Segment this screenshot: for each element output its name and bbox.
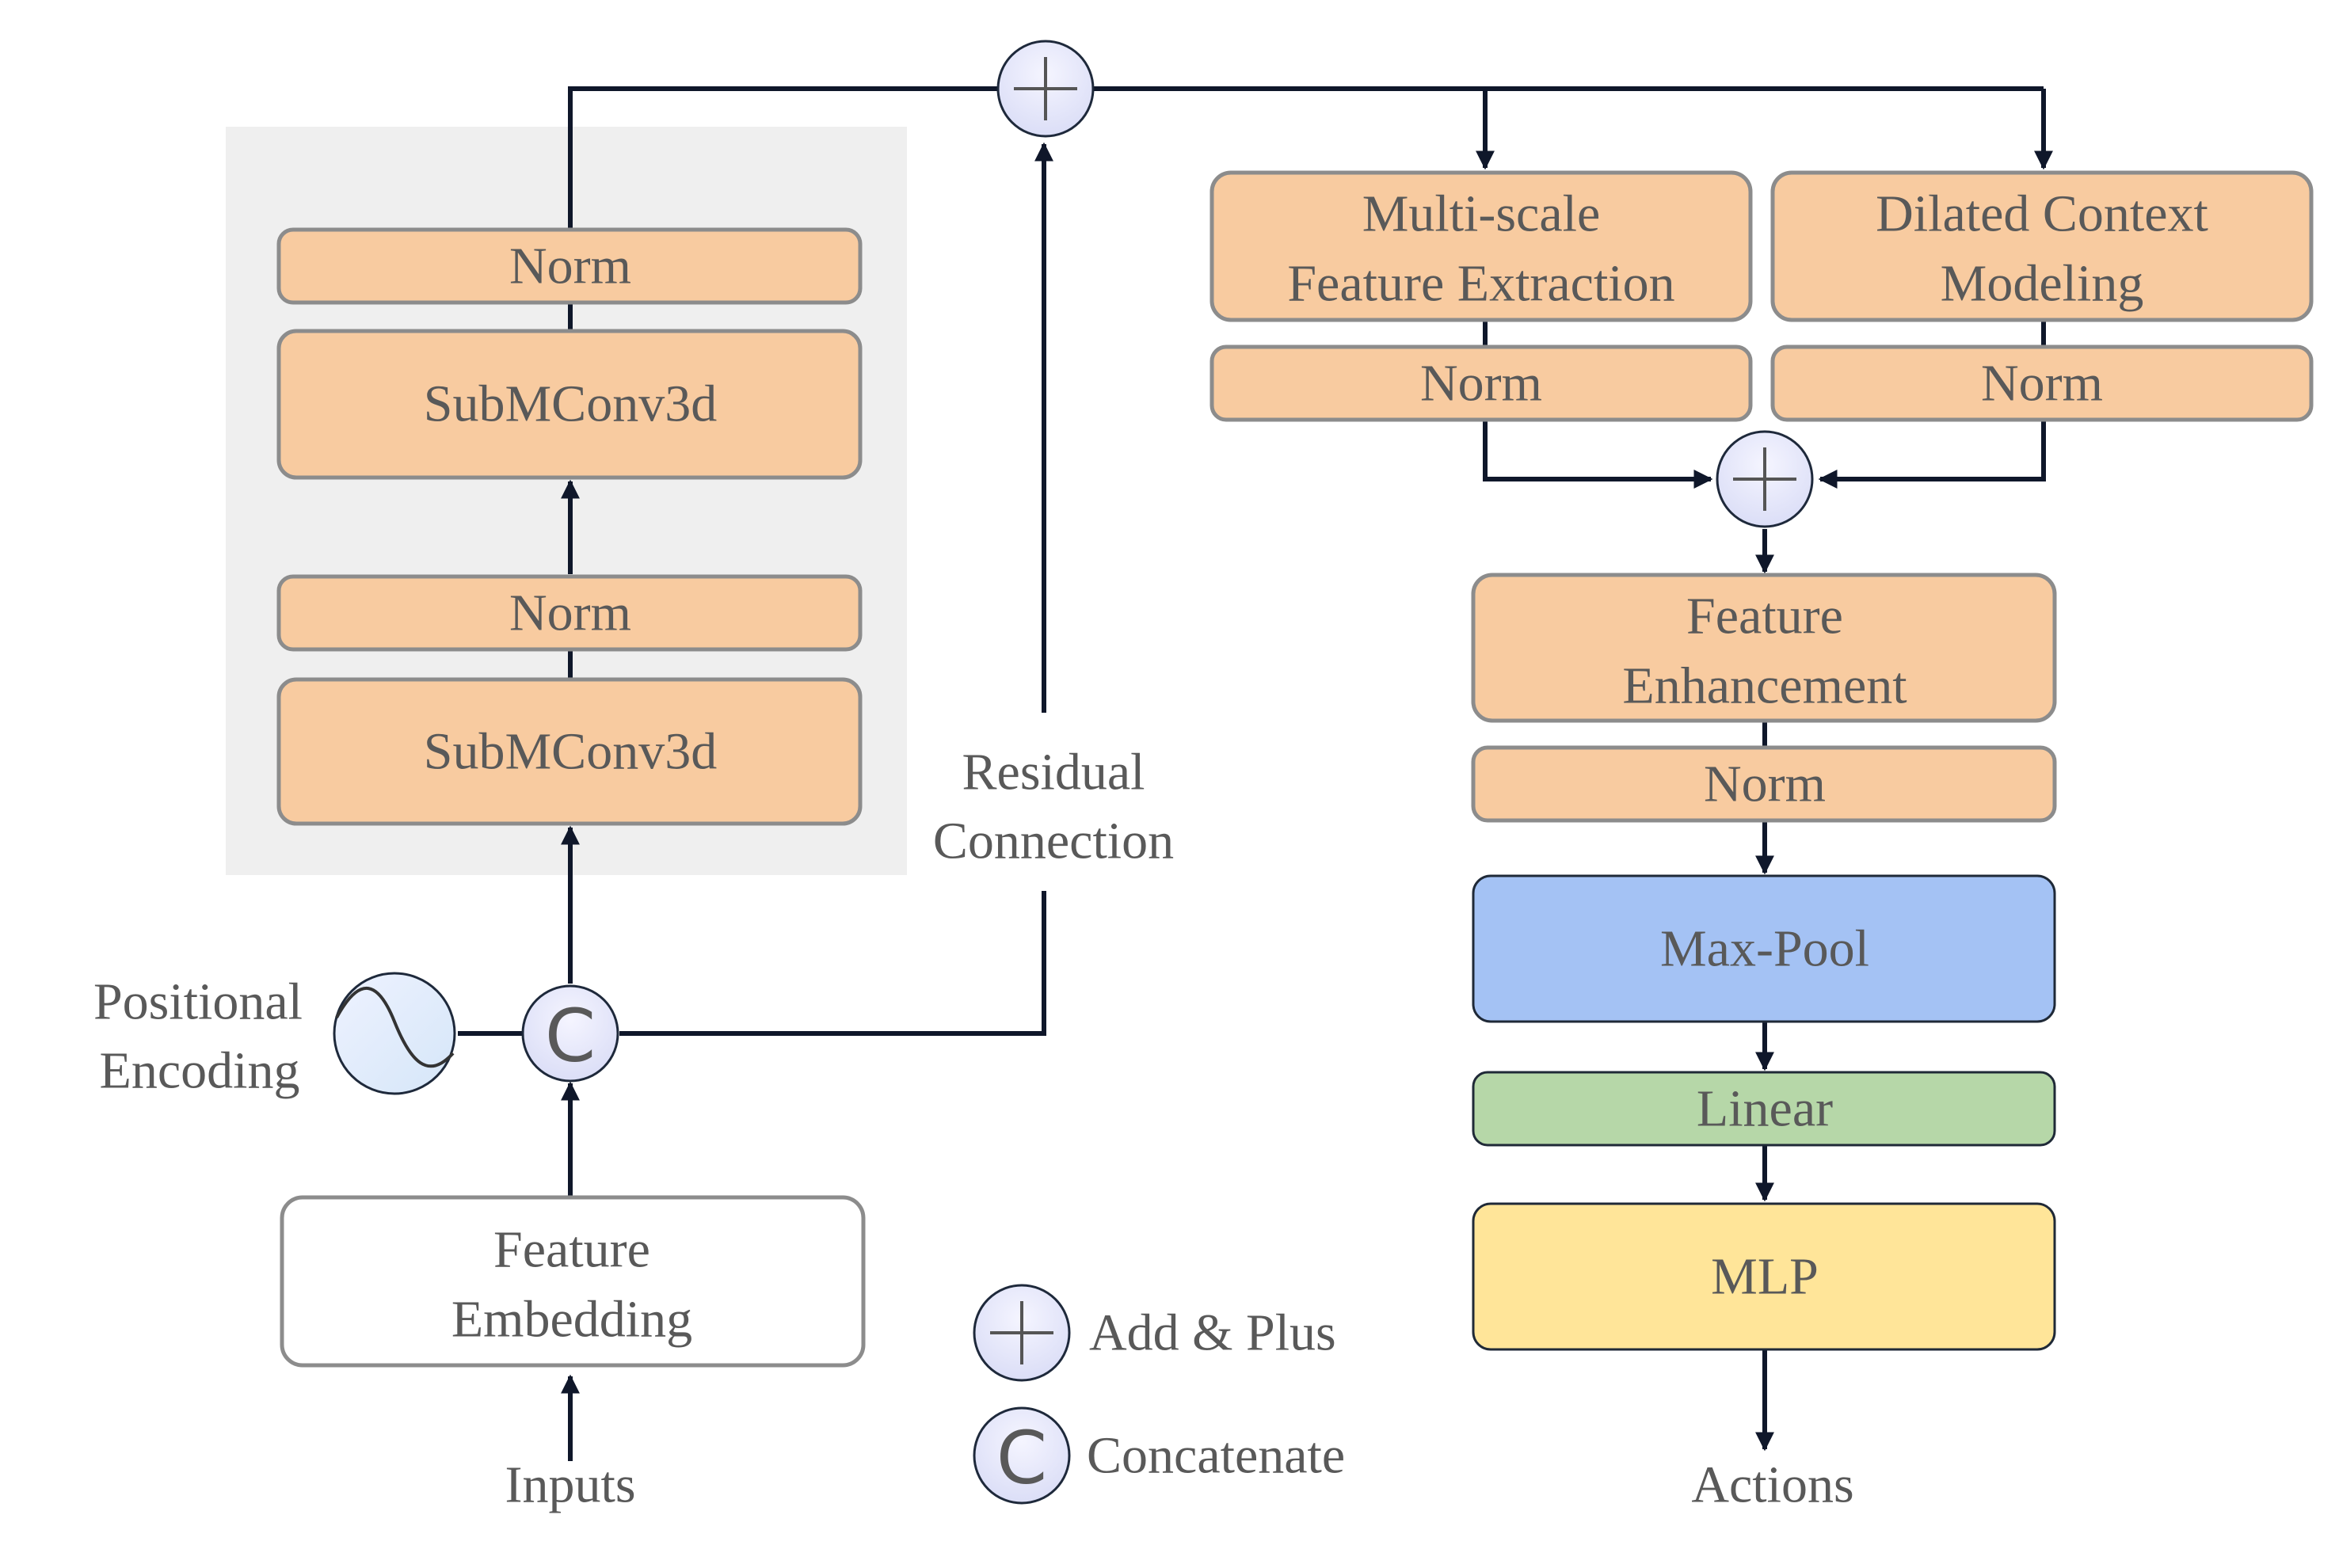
- enhancement-label-line2: Enhancement: [1622, 657, 1907, 715]
- norm-bottom-label: Norm: [509, 584, 631, 642]
- wire-block-to-add: [568, 86, 1000, 230]
- norm-left-label: Norm: [1420, 355, 1542, 413]
- c-circle-icon: C: [521, 984, 619, 1083]
- embedding-label-line1: Feature: [493, 1221, 650, 1279]
- mlp-label: MLP: [1711, 1248, 1819, 1306]
- plus-circle-icon: [996, 40, 1095, 138]
- norm-right-box: Norm: [1770, 344, 2314, 422]
- positional-label-line2: Encoding: [100, 1042, 300, 1100]
- sine-wave-icon: [333, 972, 456, 1095]
- submconv-top-label: SubMConv3d: [424, 375, 717, 433]
- submconv-bottom-label: SubMConv3d: [424, 723, 717, 781]
- maxpool-label: Max-Pool: [1660, 920, 1869, 978]
- dilated-box: Dilated Context Modeling: [1770, 170, 2314, 322]
- linear-label: Linear: [1697, 1080, 1833, 1138]
- residual-label-line1: Residual: [962, 744, 1145, 801]
- norm-top-label: Norm: [509, 238, 631, 295]
- multiscale-label-line1: Multi-scale: [1362, 185, 1601, 243]
- maxpool-box: Max-Pool: [1472, 874, 2056, 1023]
- plus-circle-icon: [973, 1284, 1071, 1382]
- norm-enhancement-label: Norm: [1704, 755, 1826, 813]
- wire-norm-right-to-add: [1818, 420, 2046, 489]
- dilated-label-line1: Dilated Context: [1876, 185, 2208, 243]
- norm-enhancement-box: Norm: [1471, 745, 2057, 823]
- linear-box: Linear: [1472, 1071, 2056, 1147]
- submconv-bottom-box: SubMConv3d: [276, 677, 863, 826]
- plus-circle-icon: [1716, 430, 1814, 528]
- legend-concat-label: Concatenate: [1087, 1427, 1345, 1485]
- actions-label: Actions: [1691, 1456, 1853, 1514]
- residual-label-line2: Connection: [933, 813, 1174, 870]
- inputs-label: Inputs: [505, 1456, 636, 1514]
- c-circle-icon: C: [973, 1406, 1071, 1505]
- feature-embedding-box: Feature Embedding: [280, 1195, 866, 1368]
- positional-label-line1: Positional: [93, 973, 303, 1031]
- legend: Add & Plus C Concatenate: [973, 1284, 1345, 1505]
- multiscale-label-line2: Feature Extraction: [1287, 255, 1674, 313]
- submconv-top-box: SubMConv3d: [276, 329, 863, 480]
- norm-right-label: Norm: [1981, 355, 2103, 413]
- enhancement-label-line1: Feature: [1686, 588, 1843, 645]
- legend-concat-symbol: C: [996, 1416, 1047, 1501]
- wire-norm-left-to-add: [1483, 420, 1713, 489]
- mlp-box: MLP: [1472, 1202, 2056, 1351]
- legend-add-label: Add & Plus: [1089, 1304, 1336, 1362]
- norm-top-box: Norm: [276, 227, 863, 305]
- concat-node-symbol: C: [545, 994, 596, 1079]
- multiscale-box: Multi-scale Feature Extraction: [1209, 170, 1753, 322]
- norm-left-box: Norm: [1209, 344, 1753, 422]
- wire-residual-bottom: [619, 891, 1046, 1036]
- feature-enhancement-box: Feature Enhancement: [1471, 573, 2057, 723]
- norm-bottom-box: Norm: [276, 574, 863, 652]
- embedding-label-line2: Embedding: [451, 1291, 692, 1349]
- dilated-label-line2: Modeling: [1941, 255, 2144, 313]
